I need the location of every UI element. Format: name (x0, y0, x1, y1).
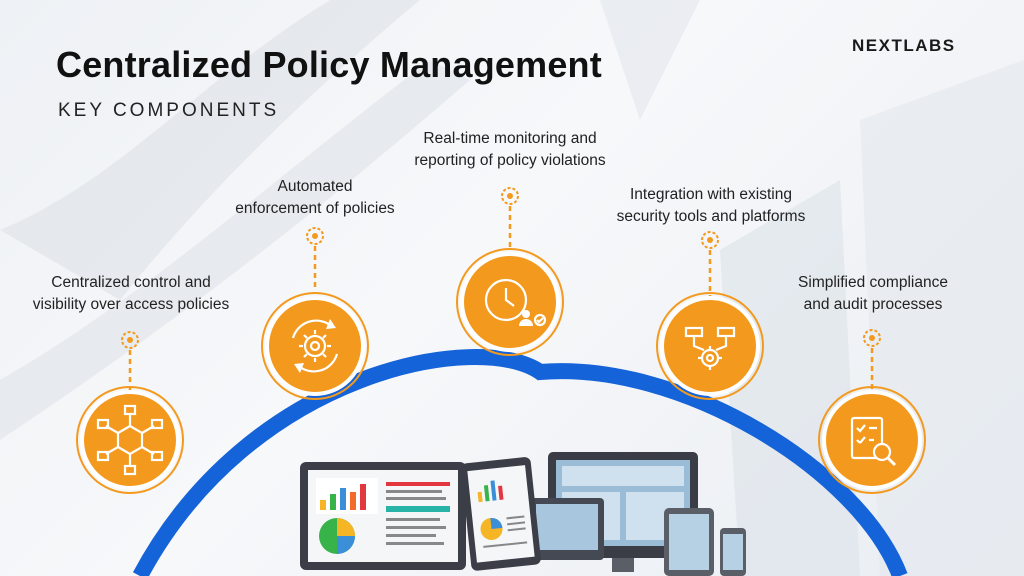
component-4-node (656, 231, 764, 400)
checklist-search-icon (850, 416, 897, 467)
component-1-node (76, 331, 184, 494)
automation-gear-icon (291, 319, 339, 373)
devices-illustration (300, 452, 746, 576)
component-3-node (456, 187, 564, 356)
integration-gear-icon (684, 326, 736, 370)
page-subtitle: KEY COMPONENTS (58, 100, 280, 121)
component-4-label: Integration with existing security tools… (616, 186, 806, 225)
component-2-label: Automated enforcement of policies (235, 178, 395, 217)
blue-arc (132, 349, 908, 576)
clock-monitoring-icon (484, 278, 547, 327)
component-5-node (818, 329, 926, 494)
component-2-node (261, 227, 369, 400)
component-3-label: Real-time monitoring and reporting of po… (414, 130, 606, 169)
page-title: Centralized Policy Management (56, 44, 602, 85)
network-hub-icon (96, 404, 164, 476)
component-1-label: Centralized control and visibility over … (32, 274, 230, 313)
component-5-label: Simplified compliance and audit processe… (798, 274, 948, 313)
nextlabs-logo: NEXTLABS (852, 36, 956, 55)
